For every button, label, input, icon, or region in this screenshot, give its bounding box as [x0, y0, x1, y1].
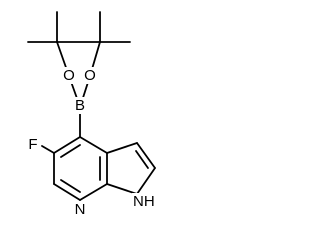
bond-c2-n1 [136, 167, 156, 195]
molecule-svg: O O B F N NH [26, 11, 160, 218]
nh-label-bg [132, 193, 160, 210]
bond-n1-c7a [106, 183, 138, 195]
bond-c6-n7 [53, 183, 81, 201]
nh-label: NH [133, 193, 155, 210]
boron-label: B [75, 97, 85, 114]
bond-c6-n7-double [60, 179, 81, 193]
boron-label-bg [73, 97, 87, 114]
atom-label-layer: O O B F N NH [26, 67, 160, 218]
oxygen-right-label-bg [83, 67, 97, 84]
bond-c4-c5-double [60, 144, 81, 158]
oxygen-left-label: O [63, 67, 75, 84]
bond-c5-f [41, 145, 55, 154]
chemical-structure-diagram: O O B F N NH [26, 11, 160, 218]
oxygen-right-label: O [84, 67, 96, 84]
oxygen-left-label-bg [62, 67, 76, 84]
bond-c3a-c4 [79, 136, 108, 154]
pyridine-nitrogen-label: N [75, 201, 86, 218]
fluorine-label: F [28, 136, 37, 153]
bond-c3-c2-double [135, 150, 149, 169]
bond-c3a-c3 [106, 142, 138, 154]
pyridine-nitrogen-label-bg [73, 201, 87, 218]
bond-layer [27, 11, 156, 201]
bond-c4-c5 [53, 136, 81, 154]
fluorine-label-bg [26, 136, 40, 153]
bond-c3-c2 [136, 142, 156, 169]
bond-n7-c7a [79, 183, 108, 201]
